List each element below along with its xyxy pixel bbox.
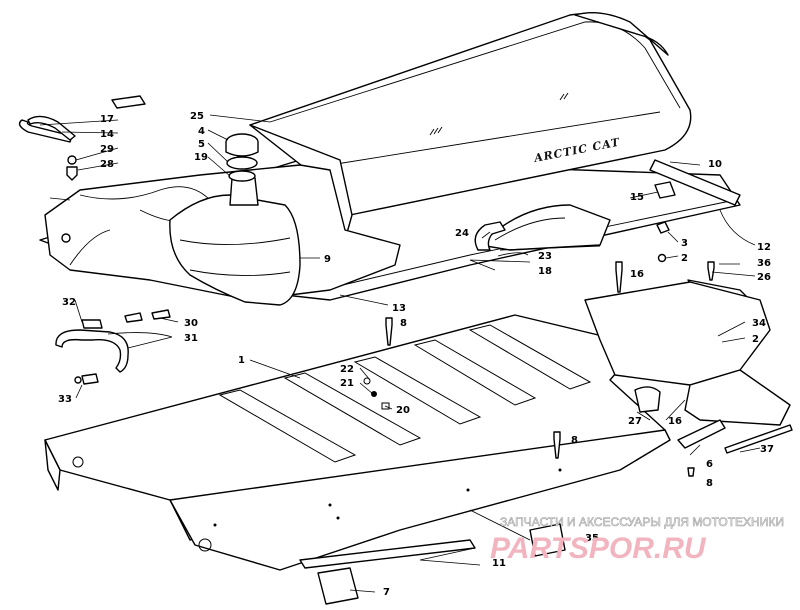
callout-37: 37 [760, 444, 774, 455]
callout-26: 26 [757, 272, 771, 283]
callout-6: 6 [706, 459, 713, 470]
tunnel-stripe-4 [413, 339, 537, 406]
fitting-28 [66, 166, 78, 181]
callout-27: 27 [628, 416, 642, 427]
fuel-filler-ring [228, 170, 256, 182]
callout-15: 15 [630, 192, 644, 203]
connector-30b [151, 309, 171, 320]
tunnel-rear-flap [684, 369, 791, 426]
seat-side-seam [329, 111, 661, 166]
callout-12: 12 [757, 242, 771, 253]
callout-18: 18 [538, 266, 552, 277]
terminal-33 [74, 376, 82, 384]
callout-33: 33 [58, 394, 72, 405]
bracket-35 [529, 523, 566, 557]
bolt-8-middle [553, 431, 561, 459]
callout-35: 35 [585, 533, 599, 544]
handle-cover-lines [494, 217, 601, 251]
callout-1: 1 [238, 355, 245, 366]
nut-2-upper [657, 253, 667, 263]
tunnel-rivets [72, 456, 562, 552]
callout-2-upper: 2 [681, 253, 688, 264]
fuel-tank-seam [179, 237, 291, 277]
tunnel-stripe-5 [468, 324, 592, 390]
wire-harness-loop [55, 329, 129, 373]
tunnel-flange [44, 439, 61, 491]
tunnel-stripe-2 [283, 372, 422, 446]
bolt-16-upper [615, 261, 623, 293]
leader-lines [39, 114, 761, 593]
callout-30: 30 [184, 318, 198, 329]
rod-37 [724, 424, 793, 454]
washer-3 [656, 221, 670, 234]
tunnel-stripe-3 [353, 356, 482, 425]
callout-3: 3 [681, 238, 688, 249]
bolt-8-lower [687, 467, 695, 477]
callout-16-lower: 16 [668, 416, 682, 427]
callout-23: 23 [538, 251, 552, 262]
bracket-7 [317, 567, 359, 605]
callout-9: 9 [324, 254, 331, 265]
watermark-logo: PARTSPOR.RU [490, 532, 707, 565]
rail-strip-10 [649, 159, 741, 206]
grab-handle [474, 221, 506, 251]
skid-6 [677, 419, 726, 449]
seat-base-edge [329, 199, 736, 289]
watermark-tagline: ЗАПЧАСТИ И АКСЕССУАРЫ ДЛЯ МОТОТЕХНИКИ [500, 515, 784, 529]
callout-8-lower: 8 [706, 478, 713, 489]
tank-neck [229, 177, 259, 206]
bolt-36 [707, 261, 715, 281]
seat-hatch-marks [429, 92, 569, 136]
callout-2-lower: 2 [752, 334, 759, 345]
label-decal-17 [111, 95, 146, 109]
callout-13: 13 [392, 303, 406, 314]
callout-4: 4 [198, 126, 205, 137]
tunnel-rear-box [584, 281, 771, 386]
callout-31: 31 [184, 333, 198, 344]
connector-33 [81, 373, 99, 385]
callout-22: 22 [340, 364, 354, 375]
fuel-cap-gasket [226, 156, 258, 170]
callout-28: 28 [100, 159, 114, 170]
breather-hose-upper [27, 115, 76, 141]
seat-tail-roll [574, 12, 669, 56]
bolt-8-upper [385, 317, 393, 346]
callout-16-upper: 16 [630, 269, 644, 280]
bracket-27 [634, 386, 661, 413]
callout-17: 17 [100, 114, 114, 125]
fuel-cap-body [225, 142, 259, 157]
fuel-tank [169, 194, 301, 306]
callout-8-middle: 8 [571, 435, 578, 446]
callout-8-upper: 8 [400, 318, 407, 329]
callout-10: 10 [708, 159, 722, 170]
callout-25: 25 [190, 111, 204, 122]
callout-labels: 1 2 2 3 4 5 6 7 8 8 8 9 10 11 12 13 14 1… [58, 111, 774, 598]
callout-32: 32 [62, 297, 76, 308]
callout-21: 21 [340, 378, 354, 389]
callout-36: 36 [757, 258, 771, 269]
connector-32 [81, 319, 103, 329]
callout-7: 7 [383, 587, 390, 598]
callout-29: 29 [100, 144, 114, 155]
bracket-15 [654, 181, 676, 199]
callout-11: 11 [492, 558, 506, 569]
callout-34: 34 [752, 318, 766, 329]
callout-5: 5 [198, 139, 205, 150]
callout-24: 24 [455, 228, 469, 239]
tunnel-stripe-1 [218, 389, 357, 463]
callout-20: 20 [396, 405, 410, 416]
hose-clamp-29 [67, 155, 77, 165]
connector-30a [124, 312, 143, 323]
callout-14: 14 [100, 129, 114, 140]
callout-19: 19 [194, 152, 208, 163]
console-plug [61, 233, 71, 243]
